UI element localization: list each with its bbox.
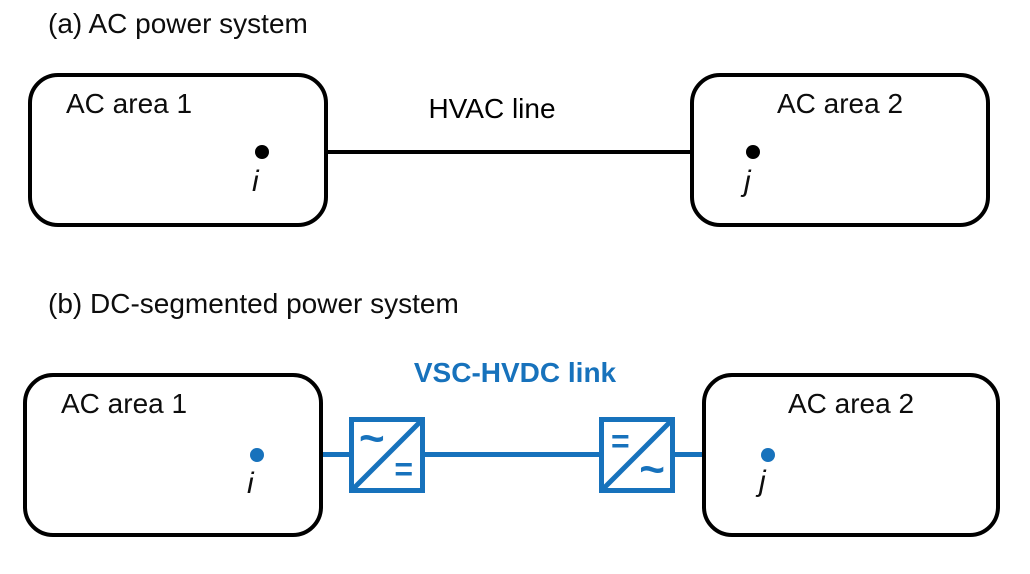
bus-node-i-label-b: i: [247, 467, 254, 500]
ac-area-2-label-b: AC area 2: [787, 388, 915, 419]
ac-symbol: ~: [639, 445, 665, 494]
ac-symbol: ~: [359, 414, 385, 463]
ac-area-1-box-a: AC area 1: [28, 73, 328, 227]
ac-area-2-box-b: AC area 2: [702, 373, 1000, 537]
bus-node-j-dot-a: [746, 145, 760, 159]
converter-diagonal-divider: [604, 422, 670, 488]
bus-node-j-label-b: j: [759, 465, 766, 498]
bus-node-i-dot-b: [250, 448, 264, 462]
panel-b-title: (b) DC-segmented power system: [48, 288, 459, 319]
vsc-hvdc-link-label: VSC-HVDC link: [413, 357, 617, 388]
hvac-line: [262, 150, 753, 154]
bus-node-j-label-a: j: [744, 165, 751, 198]
ac-area-1-label-a: AC area 1: [66, 88, 193, 119]
vsc-converter-dc-ac: = ~: [599, 417, 675, 493]
dc-symbol: =: [611, 423, 630, 459]
ac-area-2-box-a: AC area 2: [690, 73, 990, 227]
converter-diagonal-divider: [354, 422, 420, 488]
ac-area-1-label-b: AC area 1: [61, 388, 188, 419]
bus-node-i-label-a: i: [252, 165, 259, 198]
bus-node-i-dot-a: [255, 145, 269, 159]
panel-a-title: (a) AC power system: [48, 8, 308, 39]
ac-area-2-label-a: AC area 2: [776, 88, 904, 119]
ac-area-1-box-b: AC area 1: [23, 373, 323, 537]
vsc-hvdc-link-line: [257, 452, 768, 457]
vsc-converter-ac-dc: ~ =: [349, 417, 425, 493]
hvac-line-label: HVAC line: [428, 93, 556, 124]
dc-symbol: =: [394, 451, 413, 487]
bus-node-j-dot-b: [761, 448, 775, 462]
